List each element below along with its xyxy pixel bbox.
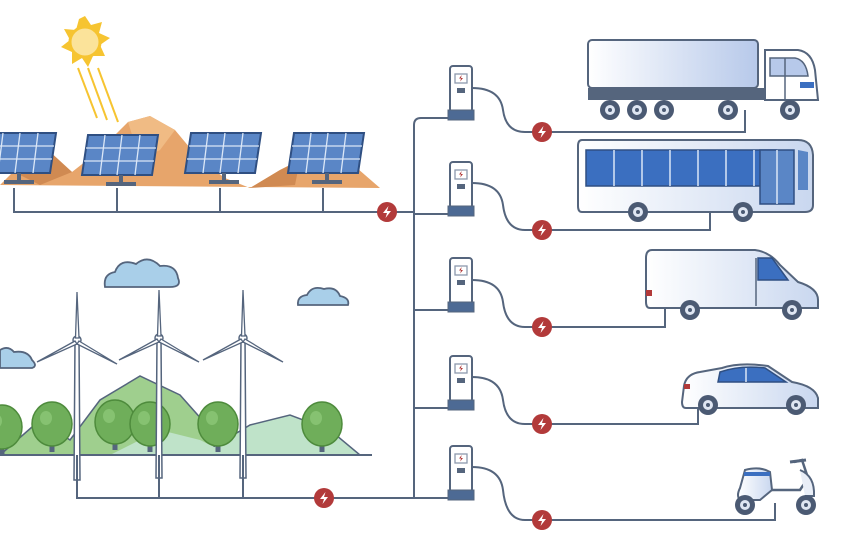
solar-farm: [0, 16, 414, 213]
cloud-icon: [103, 258, 180, 288]
bus-icon: [577, 139, 814, 222]
scooter-icon: [735, 458, 816, 515]
sun-icon: [61, 16, 119, 123]
truck-icon: [587, 39, 820, 120]
cloud-icon: [297, 286, 350, 306]
lightning-icon: [532, 414, 552, 434]
car-icon: [680, 363, 819, 415]
distribution-line: [413, 117, 449, 499]
charging-station-icon: [447, 161, 475, 217]
charging-cable: [471, 87, 776, 521]
van-icon: [645, 249, 819, 320]
charging-station-icon: [447, 355, 475, 411]
charging-station-icon: [447, 445, 475, 501]
wind-farm: [0, 258, 414, 499]
lightning-icon: [532, 510, 552, 530]
charging-station-icon: [447, 257, 475, 313]
charging-station-icon: [447, 65, 475, 121]
lightning-icon: [532, 317, 552, 337]
lightning-icon: [532, 122, 552, 142]
lightning-icon: [532, 220, 552, 240]
lightning-icon: [314, 488, 334, 508]
lightning-icon: [377, 202, 397, 222]
cloud-icon: [0, 347, 36, 369]
